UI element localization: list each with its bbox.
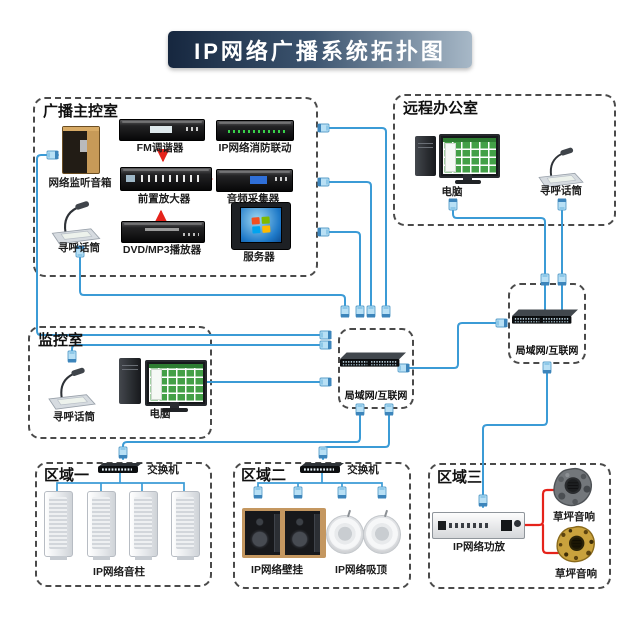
fm-tuner-label: FM调谐器 bbox=[136, 142, 184, 154]
audio-collector-icon bbox=[216, 169, 293, 192]
remote-pc-icon bbox=[415, 134, 500, 190]
amp-to-rock-wires bbox=[521, 488, 560, 555]
network-monitor-speaker-icon bbox=[62, 126, 100, 174]
dvd-player-icon bbox=[121, 221, 205, 243]
server-screen bbox=[240, 207, 282, 243]
cable-center-to-right-lan bbox=[406, 322, 502, 369]
monitor-room-label: 监控室 bbox=[38, 332, 84, 349]
column-speaker-icon bbox=[87, 491, 116, 560]
preamp-icon bbox=[120, 167, 212, 191]
column-speakers-label: IP网络音柱 bbox=[93, 566, 145, 578]
zone1-tree bbox=[56, 471, 185, 494]
cable-audio-collector bbox=[321, 181, 372, 317]
zone1-switch-label: 交换机 bbox=[147, 464, 179, 476]
cable-monitor-speaker bbox=[36, 154, 326, 336]
lan-center-label: 局域网/互联网 bbox=[344, 391, 408, 402]
dvd-player-label: DVD/MP3播放器 bbox=[122, 244, 202, 256]
zone1-label: 区域一 bbox=[44, 467, 90, 484]
monitor-room-pc-icon bbox=[119, 358, 207, 414]
monitor-room-mic-icon bbox=[44, 364, 100, 410]
cable-master-mic bbox=[79, 251, 346, 317]
diagram-title: IP网络广播系统拓扑图 bbox=[168, 31, 472, 68]
pc-screen-grid bbox=[149, 364, 203, 402]
zone1-switch-icon bbox=[98, 461, 142, 473]
cable-fire-linkage bbox=[321, 127, 387, 317]
monitor-room-mic-label: 寻呼话筒 bbox=[53, 411, 95, 423]
rock-speaker-gold-label: 草坪音响 bbox=[555, 568, 597, 580]
lan-center-switch-icon bbox=[340, 351, 406, 369]
preamp-label: 前置放大器 bbox=[137, 193, 191, 205]
zone3-box bbox=[428, 463, 611, 589]
lan-right-switch-icon bbox=[512, 308, 578, 326]
cable-server bbox=[321, 231, 361, 317]
zone2-switch-icon bbox=[300, 461, 344, 473]
fire-linkage-label: IP网络消防联动 bbox=[218, 142, 292, 154]
server-label: 服务器 bbox=[243, 251, 275, 263]
remote-pc-label: 电脑 bbox=[441, 186, 463, 198]
master-paging-mic-icon bbox=[48, 197, 104, 245]
zone2-label: 区域二 bbox=[241, 467, 287, 484]
network-amp-label: IP网络功放 bbox=[453, 541, 505, 553]
lan-right-label: 局域网/互联网 bbox=[515, 346, 579, 357]
wall-speakers-label: IP网络壁挂 bbox=[251, 564, 303, 576]
pc-monitor-icon bbox=[145, 360, 207, 406]
pc-screen-grid bbox=[443, 138, 496, 174]
remote-office-box bbox=[393, 94, 616, 226]
zone2-switch-label: 交换机 bbox=[347, 464, 379, 476]
column-speaker-icon bbox=[44, 491, 73, 560]
ceiling-speakers-label: IP网络吸顶 bbox=[335, 564, 387, 576]
cable-remote-pc bbox=[452, 204, 546, 313]
fm-tuner-icon bbox=[119, 119, 205, 141]
master-control-room-label: 广播主控室 bbox=[43, 103, 119, 120]
pc-monitor-icon bbox=[439, 134, 500, 178]
audio-collector-label: 音频采集器 bbox=[226, 193, 280, 205]
network-cables bbox=[36, 127, 563, 508]
monitor-room-pc-label: 电脑 bbox=[149, 408, 171, 420]
cable-monitor-room-mic bbox=[71, 344, 326, 361]
network-monitor-speaker-label: 网络监听音箱 bbox=[48, 177, 112, 189]
wall-speaker-icon bbox=[282, 508, 326, 558]
wall-speaker-icon bbox=[242, 508, 286, 558]
ceiling-speaker-icon bbox=[363, 515, 401, 554]
remote-paging-mic-label: 寻呼话筒 bbox=[540, 185, 582, 197]
remote-office-label: 远程办公室 bbox=[403, 100, 479, 117]
remote-paging-mic-icon bbox=[535, 144, 587, 188]
pc-tower-icon bbox=[415, 136, 436, 176]
master-paging-mic-label: 寻呼话筒 bbox=[58, 242, 100, 254]
network-amp-icon bbox=[432, 512, 525, 539]
fire-linkage-icon bbox=[216, 120, 294, 141]
rock-speaker-gray-icon bbox=[552, 465, 594, 509]
server-icon bbox=[231, 202, 291, 250]
cable-to-zone1 bbox=[122, 406, 361, 460]
windows-logo-icon bbox=[251, 216, 271, 234]
rock-speaker-gray-label: 草坪音响 bbox=[553, 511, 595, 523]
column-speaker-icon bbox=[171, 491, 200, 560]
pc-tower-icon bbox=[119, 358, 141, 404]
zone3-label: 区域三 bbox=[437, 469, 483, 486]
column-speaker-icon bbox=[129, 491, 158, 560]
rock-speaker-gold-icon bbox=[555, 524, 597, 564]
zone2-tree bbox=[257, 471, 383, 492]
master-control-room-box bbox=[33, 97, 318, 277]
zone-distribution-lines bbox=[56, 471, 383, 494]
ceiling-speaker-icon bbox=[326, 515, 364, 554]
cable-to-zone3 bbox=[482, 365, 548, 508]
